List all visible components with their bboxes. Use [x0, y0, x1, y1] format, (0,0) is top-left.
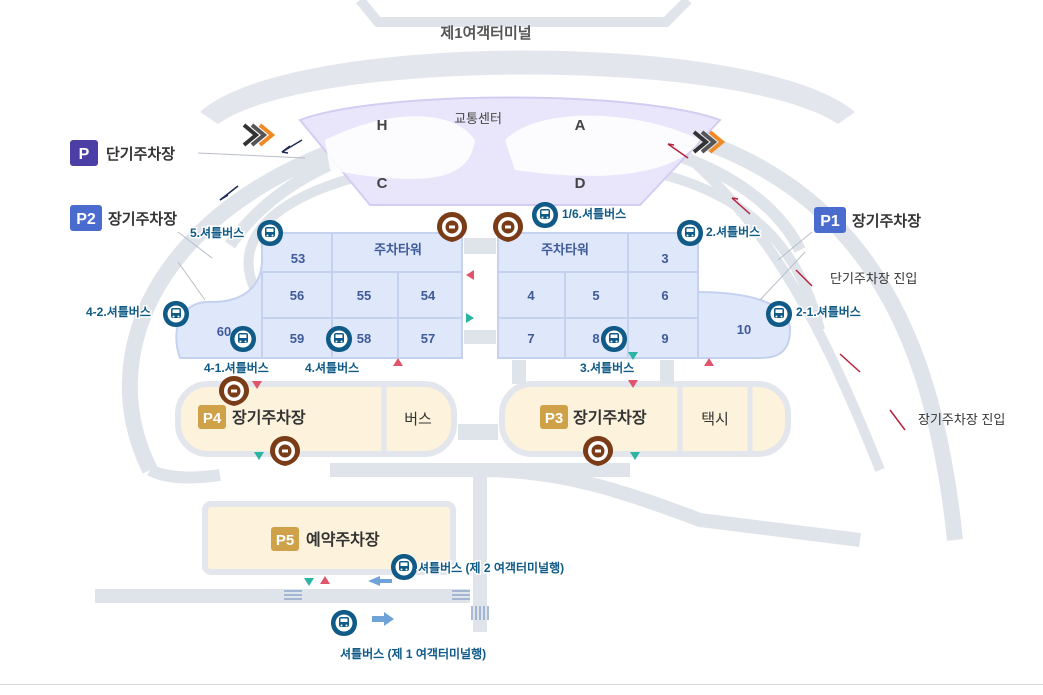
zone-d: D — [575, 175, 586, 192]
marker-teal — [254, 452, 264, 460]
block-4: 4 — [527, 288, 535, 303]
lot-p5: P5 예약주차장 — [202, 501, 456, 575]
svg-text:장기주차장: 장기주차장 — [108, 210, 177, 228]
bus-stop-pin-icon[interactable] — [766, 301, 792, 327]
shuttle-label-t1: 셔틀버스 (제 1 여객터미널행) — [340, 646, 486, 661]
direction-arrow-icon — [219, 139, 303, 201]
block-9: 9 — [661, 331, 668, 346]
parking-block-left: 주차타워 53 56 55 54 60 59 58 57 — [175, 232, 463, 359]
bus-stop-pin-icon[interactable] — [601, 326, 627, 352]
block-57: 57 — [421, 331, 435, 346]
long-entry-label: 장기주차장 진입 — [918, 412, 1005, 427]
shuttle-label-4-2: 4-2.셔틀버스 — [86, 304, 151, 319]
terminal-label: 제1여객터미널 — [440, 24, 531, 42]
lot-connectors — [512, 360, 674, 384]
bus-stop-pin-icon[interactable] — [230, 326, 256, 352]
block-53: 53 — [291, 251, 305, 266]
chevron-right-icon — [692, 130, 726, 154]
shuttle-label-1-6: 1/6.셔틀버스 — [562, 206, 626, 221]
svg-text:장기주차장: 장기주차장 — [852, 212, 921, 230]
shuttle-label-4: 4.셔틀버스 — [305, 360, 359, 375]
marker-teal — [630, 452, 640, 460]
marker-red — [320, 576, 330, 584]
marker-red — [393, 358, 403, 366]
p3-label: 장기주차장 — [573, 409, 647, 427]
svg-text:단기주차장: 단기주차장 — [106, 145, 175, 163]
shuttle-label-2-1: 2-1.셔틀버스 — [796, 304, 861, 319]
bus-stop-pin-icon[interactable] — [532, 202, 558, 228]
marker-red — [704, 358, 714, 366]
walkway — [458, 238, 498, 440]
p5-label: 예약주차장 — [306, 530, 380, 549]
bus-label: 버스 — [404, 411, 432, 428]
block-59: 59 — [290, 331, 304, 346]
divider — [0, 684, 1043, 685]
arrow-right-icon — [372, 612, 394, 626]
bus-stop-pin-icon[interactable] — [257, 220, 283, 246]
block-60: 60 — [217, 324, 231, 339]
restaurant-pin-icon[interactable] — [270, 436, 300, 466]
bus-stop-pin-icon[interactable] — [163, 301, 189, 327]
bus-stop-pin-icon[interactable] — [326, 326, 352, 352]
marker-red — [252, 381, 262, 389]
svg-text:P1: P1 — [820, 213, 840, 230]
zone-a: A — [575, 117, 586, 134]
label-short-term: P 단기주차장 — [70, 140, 175, 166]
p4-label: 장기주차장 — [232, 409, 306, 427]
label-p2: P2 장기주차장 — [70, 205, 177, 231]
crosswalk — [284, 590, 489, 620]
svg-text:P: P — [79, 146, 90, 163]
entry-arrow-icon — [667, 143, 906, 431]
shuttle-label-2: 2.셔틀버스 — [706, 224, 760, 239]
block-3: 3 — [661, 251, 668, 266]
traffic-center: 교통센터 H A C D — [298, 96, 722, 206]
block-7: 7 — [527, 331, 534, 346]
block-10: 10 — [737, 322, 751, 337]
marker-red — [628, 380, 638, 388]
marker-teal — [466, 313, 474, 323]
p4-badge: P4 — [203, 410, 222, 427]
callout-lines — [177, 152, 813, 301]
lot-p3: P3 장기주차장 택시 — [499, 381, 791, 457]
block-56: 56 — [290, 288, 304, 303]
zone-h: H — [377, 117, 388, 134]
restaurant-pin-icon[interactable] — [583, 436, 613, 466]
block-55: 55 — [357, 288, 371, 303]
label-p1: P1 장기주차장 — [814, 207, 921, 233]
block-5: 5 — [592, 288, 599, 303]
p5-badge: P5 — [276, 532, 294, 549]
short-entry-label: 단기주차장 진입 — [830, 271, 917, 286]
arrow-left-icon — [368, 576, 392, 586]
chevron-left-icon — [242, 123, 276, 147]
zone-c: C — [377, 175, 388, 192]
marker-red — [466, 270, 474, 280]
bus-stop-pin-icon[interactable] — [331, 610, 357, 636]
p3-badge: P3 — [545, 410, 563, 427]
tower-right: 주차타워 — [541, 242, 589, 257]
svg-text:P2: P2 — [76, 211, 96, 228]
terminal-building — [200, 50, 855, 124]
shuttle-label-4-1: 4-1.셔틀버스 — [204, 360, 269, 375]
bus-stop-pin-icon[interactable] — [391, 554, 417, 580]
shuttle-label-5: 5.셔틀버스 — [190, 225, 244, 240]
traffic-center-label: 교통센터 — [454, 111, 502, 126]
block-54: 54 — [421, 288, 436, 303]
block-58: 58 — [357, 331, 371, 346]
marker-teal — [304, 578, 314, 586]
block-6: 6 — [661, 288, 668, 303]
shuttle-label-t2: 셔틀버스 (제 2 여객터미널행) — [418, 560, 564, 575]
taxi-label: 택시 — [701, 411, 729, 428]
tower-left: 주차타워 — [374, 242, 422, 257]
parking-block-right: 주차타워 3 4 5 6 7 8 9 10 — [497, 232, 792, 359]
block-8: 8 — [592, 331, 599, 346]
lot-p4: P4 장기주차장 버스 — [175, 381, 457, 457]
shuttle-label-3: 3.셔틀버스 — [580, 360, 634, 375]
marker-teal — [628, 352, 638, 360]
bus-stop-pin-icon[interactable] — [677, 220, 703, 246]
